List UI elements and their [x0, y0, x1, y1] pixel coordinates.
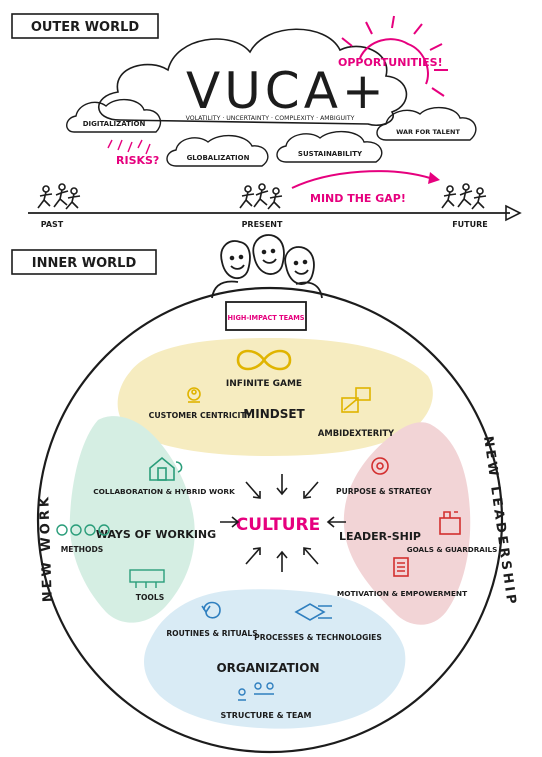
outer-world-heading: OUTER WORLD — [31, 20, 140, 35]
outer-world-heading-box: OUTER WORLD — [11, 13, 159, 39]
culture-arrows — [220, 474, 346, 572]
runners-present-icon — [239, 183, 283, 210]
motivation-label: MOTIVATION & EMPOWERMENT — [337, 589, 467, 598]
team-faces-icon — [211, 234, 323, 299]
infinity-icon — [236, 349, 292, 371]
runners-future-icon — [441, 183, 487, 210]
high-impact-teams-label: HIGH-IMPACT TEAMS — [227, 314, 304, 322]
methods-label: METHODS — [61, 545, 104, 554]
rain-icon — [107, 139, 151, 155]
mindset-title: MINDSET — [243, 407, 305, 421]
goals-icon — [439, 511, 461, 535]
ways-of-working-title: WAYS OF WORKING — [96, 528, 216, 541]
processes-label: PROCESSES & TECHNOLOGIES — [254, 633, 382, 642]
cloud-sustainability-label: SUSTAINABILITY — [298, 150, 363, 158]
cloud-globalization-label: GLOBALIZATION — [187, 154, 250, 162]
vuca-cloud — [98, 28, 408, 127]
ambidexterity-icon — [341, 387, 371, 413]
routines-icon — [201, 601, 221, 619]
tools-icon — [129, 569, 165, 588]
cloud-war-for-talent — [376, 107, 477, 141]
inner-world-heading-box: INNER WORLD — [11, 249, 157, 275]
risks-label: RISKS? — [116, 154, 159, 167]
timeline-arrowhead — [505, 204, 522, 222]
mind-the-gap-arrowhead — [428, 172, 440, 184]
cloud-sustainability — [276, 131, 383, 163]
collaboration-icon — [149, 456, 183, 481]
mindset-segment — [117, 338, 433, 456]
new-leadership-label: NEW LEADERSHIP — [480, 435, 519, 608]
structure-team-label: STRUCTURE & TEAM — [221, 711, 312, 720]
customer-centricity-label-1: CUSTOMER CENTRICITY — [149, 411, 252, 420]
outer-circle — [36, 286, 504, 754]
processes-icon — [294, 603, 332, 621]
vuca-terms: VOLATILITY · UNCERTAINTY · COMPLEXITY · … — [186, 115, 355, 122]
inner-world-heading: INNER WORLD — [32, 256, 137, 271]
leadership-title: LEADER-SHIP — [339, 530, 421, 543]
goals-guardrails-label: GOALS & GUARDRAILS — [407, 545, 498, 554]
mind-the-gap-label: MIND THE GAP! — [310, 192, 406, 205]
mind-the-gap-arrow — [291, 170, 431, 189]
motivation-icon — [393, 557, 409, 577]
customer-centricity-icon — [187, 387, 201, 403]
culture-label: CULTURE — [236, 515, 320, 535]
cloud-globalization — [166, 135, 269, 167]
routines-label: ROUTINES & RITUALS — [166, 629, 257, 638]
organization-title: ORGANIZATION — [216, 661, 319, 675]
cloud-digitalization-label: DIGITALIZATION — [83, 120, 146, 128]
cloud-digitalization — [66, 99, 162, 133]
timeline-label-future: FUTURE — [452, 220, 488, 229]
opportunities-label: OPPORTUNITIES! — [338, 56, 443, 69]
structure-team-icon — [238, 682, 274, 701]
methods-icon — [56, 524, 110, 536]
timeline-label-present: PRESENT — [242, 220, 283, 229]
sun-icon — [341, 15, 448, 97]
tools-label: TOOLS — [136, 593, 164, 602]
ambidexterity-label: AMBIDEXTERITY — [318, 428, 395, 438]
collaboration-label: COLLABORATION & HYBRID WORK — [93, 487, 235, 496]
organization-segment — [144, 589, 406, 729]
timeline-label-past: PAST — [41, 220, 64, 229]
new-work-label: NEW WORK — [37, 494, 56, 603]
cloud-war-for-talent-label: WAR FOR TALENT — [396, 128, 460, 136]
purpose-strategy-label: PURPOSE & STRATEGY — [336, 487, 432, 496]
runners-past-icon — [37, 183, 81, 210]
high-impact-teams-sign: HIGH-IMPACT TEAMS — [225, 301, 307, 331]
infinite-game-label: INFINITE GAME — [226, 379, 302, 389]
purpose-icon — [371, 457, 389, 475]
vuca-title: VUCA+ — [186, 62, 388, 120]
